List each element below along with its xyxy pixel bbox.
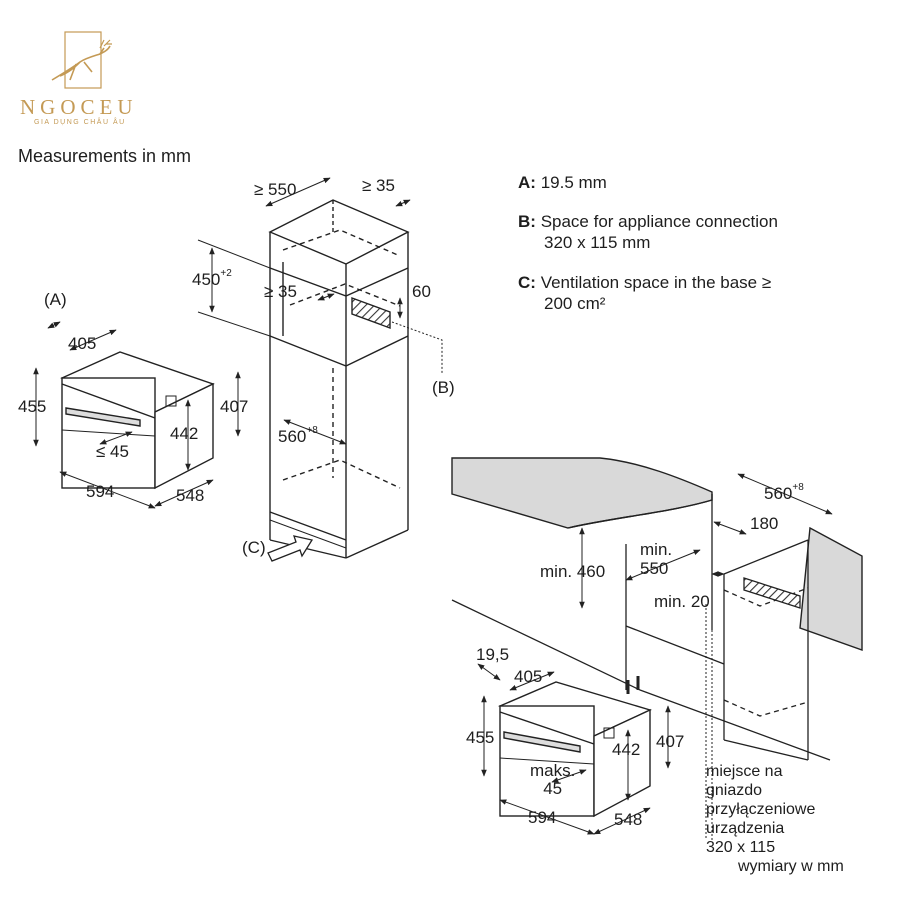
dim-min-height: min. 460 [540, 562, 606, 581]
dim-niche-height: 450+2 [192, 268, 232, 289]
dim-conn-width: 180 [750, 514, 779, 533]
dim-min-depth: min. 550 [640, 540, 673, 578]
legend-item-c: C: Ventilation space in the base ≥ 200 c… [518, 273, 772, 313]
legend-item-b: B: Space for appliance connection 320 x … [518, 212, 778, 252]
appliance-top-dimensions [33, 321, 241, 509]
appliance-bottom-drawing [497, 681, 652, 818]
dim-bottom-depth-side: 407 [656, 732, 685, 751]
dim-min-gap: min. 20 [654, 592, 710, 611]
dim-conn-depth: 60 [412, 282, 431, 301]
dim-uc-width: 560+8 [764, 482, 804, 503]
page-title: Measurements in mm [18, 146, 192, 166]
dim-width-inner: 405 [68, 334, 97, 353]
dim-bottom-height-front: 442 [612, 740, 641, 759]
dim-depth-top: ≥ 550 [254, 180, 297, 199]
dim-niche-width: 560+8 [278, 425, 318, 446]
dim-height: 455 [18, 397, 47, 416]
brand-name: NGOCEU [20, 95, 138, 119]
dim-gap-inner: ≥ 35 [264, 282, 297, 301]
dim-front-gap: 19,5 [476, 645, 510, 664]
label-c: (C) [242, 538, 266, 557]
dim-width: 594 [86, 482, 115, 501]
dim-bottom-depth: 548 [614, 810, 643, 829]
countertop-drawing [451, 457, 863, 651]
polish-note: miejsce na gniazdo przyłączeniowe urządz… [706, 763, 844, 875]
appliance-bottom-dimensions [477, 663, 671, 835]
dim-bottom-width: 594 [528, 808, 557, 827]
legend-item-a: A: 19.5 mm [518, 173, 607, 192]
label-b: (B) [432, 378, 455, 397]
dim-depth-side: 407 [220, 397, 249, 416]
dim-gap-top: ≥ 35 [362, 176, 395, 195]
under-counter-dimensions [579, 473, 833, 609]
tall-cabinet-drawing [268, 199, 410, 559]
tall-cabinet-dimensions [197, 177, 443, 445]
appliance-top-drawing [60, 351, 215, 490]
deer-logo-icon [51, 31, 112, 89]
brand-tagline: GIA DỤNG CHÂU ÂU [34, 119, 126, 126]
ventilation-arrow-icon [267, 535, 314, 562]
dim-bottom-handle: maks. 45 [530, 761, 576, 798]
dim-bottom-width-inner: 405 [514, 667, 543, 686]
dim-bottom-height: 455 [466, 728, 495, 747]
dim-handle: ≤ 45 [96, 442, 129, 461]
dim-height-front: 442 [170, 424, 199, 443]
label-a: (A) [44, 290, 67, 309]
dim-depth: 548 [176, 486, 205, 505]
